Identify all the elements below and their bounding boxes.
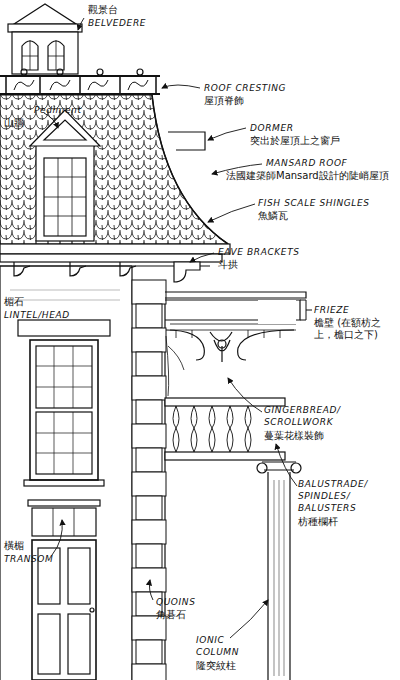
part-label: 楣石 bbox=[4, 296, 44, 308]
part-label: BALUSTRADE/ SPINDLES/ BALUSTERS bbox=[298, 478, 398, 514]
part-label: ROOF CRESTING bbox=[204, 82, 324, 94]
part-label: LINTEL/HEAD bbox=[4, 309, 104, 321]
part-label: FISH SCALE SHINGLES bbox=[258, 197, 398, 209]
part-label: FRIEZE bbox=[314, 304, 394, 316]
part-label: 魚鱗瓦 bbox=[258, 210, 338, 222]
part-label: BELVEDERE bbox=[88, 17, 178, 29]
part-label: MANSARD ROOF bbox=[266, 157, 396, 169]
part-label: 山牆 bbox=[4, 117, 44, 129]
part-label: 角碁石 bbox=[156, 609, 236, 621]
part-label: 斗拱 bbox=[218, 259, 278, 271]
part-label: 屋頂脊飾 bbox=[204, 95, 304, 107]
part-label: 橫楣 bbox=[4, 540, 44, 552]
part-label: 枋種欄杆 bbox=[298, 516, 388, 528]
part-label: GINGERBREAD/ SCROLLWORK bbox=[264, 404, 354, 428]
part-label: DORMER bbox=[250, 122, 340, 134]
part-label: 觀景台 bbox=[88, 4, 148, 16]
part-label: 檐壁 (在額枋之 上，檐口之下) bbox=[314, 317, 398, 341]
part-label: IONIC COLUMN bbox=[196, 634, 266, 658]
part-label: 蔓葉花樣裝飾 bbox=[264, 430, 364, 442]
part-label: 突出於屋頂上之窗戶 bbox=[250, 135, 400, 147]
part-label: TRANSOM bbox=[4, 553, 84, 565]
part-label: 隆突紋柱 bbox=[196, 660, 286, 672]
part-label: Pediment bbox=[34, 104, 104, 116]
part-label: EAVE BRACKETS bbox=[218, 246, 338, 258]
part-label: 法國建築師Mansard設計的陡峭屋頂 bbox=[226, 170, 400, 182]
part-label: QUOINS bbox=[156, 596, 236, 608]
